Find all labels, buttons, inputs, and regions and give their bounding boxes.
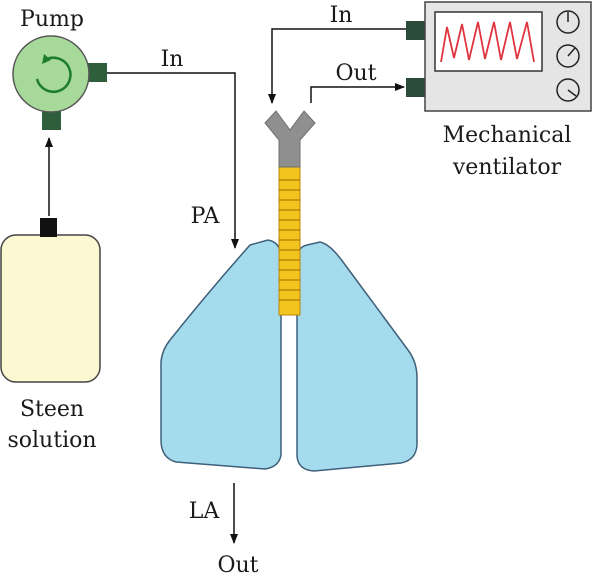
ventilator-in-port [406,21,426,40]
dial-icon [556,78,580,102]
pump-in-label: In [161,47,184,72]
ventilator-in-line [268,28,406,104]
ventilator-out-port [406,78,426,97]
mechanical-ventilator [406,1,592,112]
ventilator-label-line2: ventilator [452,155,562,180]
lung-out-label: Out [217,553,258,578]
trachea-rings [279,179,300,301]
left-lung [160,239,282,470]
pump-side-port [85,63,107,82]
pump [12,35,107,130]
la-label: LA [189,499,221,524]
pump-bottom-port [42,108,61,130]
ventilator-in-label: In [330,3,353,28]
right-lung [296,241,418,472]
trachea [278,166,301,316]
waveform [440,21,535,63]
pa-label: PA [191,204,221,229]
ventilator-out-line [310,83,405,103]
steen-solution-bottle [0,218,101,383]
ventilator-out-label: Out [335,61,376,86]
pump-body [12,35,90,113]
dial-icon [556,10,580,34]
steen-label-line2: solution [7,428,96,453]
bottle-cap [40,218,57,237]
perfusate-in-line [107,72,239,249]
y-connector [264,110,316,168]
bottle-body [0,234,101,383]
pump-label: Pump [20,7,84,32]
ventilator-label-line1: Mechanical [443,123,572,148]
trachea-tube [278,166,301,316]
circular-arrow-pump-icon [35,54,72,93]
lungs [160,239,418,472]
steen-label-line1: Steen [20,397,84,422]
dial-icon [556,44,580,68]
